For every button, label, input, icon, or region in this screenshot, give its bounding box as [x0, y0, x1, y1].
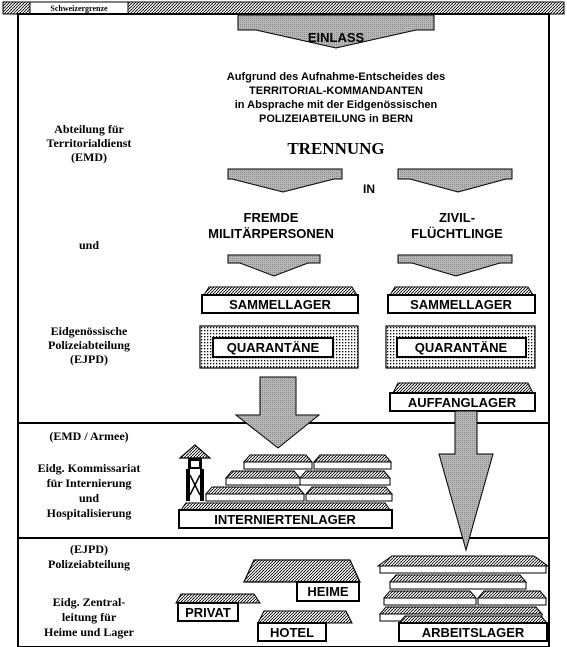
hotel-roof: [257, 610, 353, 624]
civilian-quarantine-label: QUARANTÄNE: [415, 340, 508, 355]
internment-camp-box: [178, 509, 393, 529]
arrow-civilian-big: [438, 410, 494, 552]
hotel-label: HOTEL: [270, 625, 314, 640]
arrow-military-big: [234, 376, 321, 449]
civilian-camp-box: [387, 294, 536, 314]
entry-label: EINLASS: [308, 30, 365, 45]
split-arrow-left: [227, 168, 343, 193]
dept2-line-1: Eidgenössische: [51, 324, 128, 338]
military-title-1: FREMDE: [244, 210, 299, 225]
labour-camp-box: [398, 622, 548, 642]
arrow-military-1: [227, 254, 321, 277]
private-roof: [175, 593, 261, 604]
homes-box: [296, 581, 360, 602]
dept1-line-1: Abteilung für: [54, 122, 124, 136]
military-quarantine-label: QUARANTÄNE: [227, 340, 320, 355]
homes-roof: [243, 559, 361, 583]
labour-barracks: [376, 555, 550, 622]
civilian-title-1: ZIVIL-: [439, 210, 475, 225]
reception-camp-roof: [392, 382, 534, 394]
military-camp-label: SAMMELLAGER: [229, 297, 331, 312]
military-camp-roof: [203, 286, 358, 296]
internment-authority-2-line-1: Eidg. Kommissariat: [38, 461, 141, 475]
decision-line-3: in Absprache mit der Eidgenössischen: [235, 99, 438, 111]
into-label: IN: [363, 182, 375, 196]
internment-camp-roof: [180, 502, 391, 511]
civilian-camp-label: SAMMELLAGER: [410, 297, 512, 312]
civil-authority-2-line-3: Heime und Lager: [44, 625, 135, 639]
civil-authority-2-line-1: Eidg. Zentral-: [53, 595, 126, 609]
arrow-civilian-1: [397, 254, 513, 277]
split-arrow-right: [397, 168, 513, 193]
civil-authority-1-line-1: (EJPD): [70, 542, 108, 556]
dept1-line-2: Territorialdienst: [47, 136, 132, 150]
labour-camp-roof: [397, 615, 549, 624]
civilian-title-2: FLÜCHTLINGE: [411, 226, 503, 241]
civilian-camp-roof: [389, 286, 534, 296]
military-title-2: MILITÄRPERSONEN: [208, 226, 334, 241]
civil-authority-2-line-2: leitung für: [62, 610, 117, 624]
hotel-box: [257, 622, 327, 642]
decision-line-4: POLIZEIABTEILUNG in BERN: [259, 113, 413, 125]
internment-authority-1: (EMD / Armee): [49, 429, 128, 443]
internment-authority-2-line-3: und: [79, 491, 99, 505]
dept1-line-3: (EMD): [71, 150, 107, 164]
military-camp-box: [201, 294, 359, 314]
and-label: und: [79, 238, 99, 252]
civilian-quarantine-inner: [396, 337, 527, 358]
internment-barracks: [204, 454, 394, 502]
internment-authority-2-line-4: Hospitalisierung: [47, 506, 132, 520]
reception-camp-label: AUFFANGLAGER: [408, 395, 517, 410]
dept2-line-3: (EJPD): [70, 352, 108, 366]
internment-authority-2-line-2: für Internierung: [47, 476, 132, 490]
private-box: [177, 602, 239, 622]
internment-camp-label: INTERNIERTENLAGER: [214, 512, 356, 527]
decision-line-1: Aufgrund des Aufnahme-Entscheides des: [227, 71, 445, 83]
main-frame: [17, 13, 550, 647]
dept2-line-2: Polizeiabteilung: [48, 338, 130, 352]
watchtower-icon: [178, 444, 212, 501]
separation-heading: TRENNUNG: [287, 139, 384, 158]
border-label: Schweizergrenze: [50, 4, 108, 13]
decision-line-2: TERRITORIAL-KOMMANDANTEN: [249, 85, 423, 97]
military-quarantine-inner: [212, 337, 334, 358]
labour-camp-label: ARBEITSLAGER: [422, 625, 525, 640]
private-label: PRIVAT: [185, 605, 231, 620]
entry-arrow: [237, 14, 435, 49]
civil-authority-1-line-2: Polizeiabteilung: [48, 557, 130, 571]
homes-label: HEIME: [307, 584, 349, 599]
